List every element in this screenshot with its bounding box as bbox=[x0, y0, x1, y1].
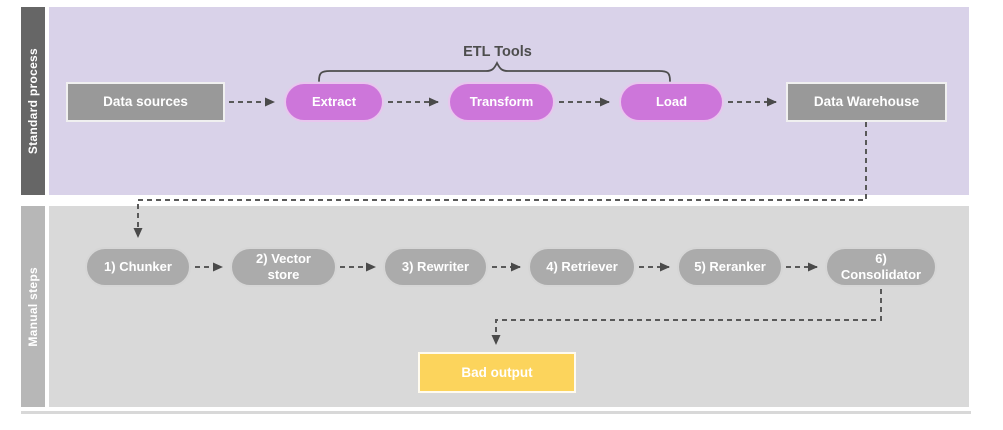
connector-consolidator-badoutput bbox=[491, 289, 882, 345]
node-chunker: 1) Chunker bbox=[85, 247, 191, 287]
node-rewriter: 3) Rewriter bbox=[383, 247, 488, 287]
lane-manual-steps-bar: Manual steps bbox=[21, 206, 45, 407]
etl-tools-label: ETL Tools bbox=[463, 44, 532, 60]
node-data-sources: Data sources bbox=[66, 82, 225, 122]
node-load: Load bbox=[619, 82, 724, 122]
node-vector-store: 2) Vector store bbox=[230, 247, 337, 287]
node-consolidator: 6) Consolidator bbox=[825, 247, 937, 287]
node-transform: Transform bbox=[448, 82, 555, 122]
connector-warehouse-chunker bbox=[133, 122, 867, 238]
lane-standard-process-bar: Standard process bbox=[21, 7, 45, 195]
node-retriever: 4) Retriever bbox=[528, 247, 636, 287]
node-data-warehouse: Data Warehouse bbox=[786, 82, 947, 122]
etl-tools-brace bbox=[318, 60, 671, 82]
node-extract: Extract bbox=[284, 82, 384, 122]
node-bad-output: Bad output bbox=[418, 352, 576, 393]
node-reranker: 5) Reranker bbox=[677, 247, 783, 287]
diagram-bottom-shadow bbox=[21, 411, 971, 414]
